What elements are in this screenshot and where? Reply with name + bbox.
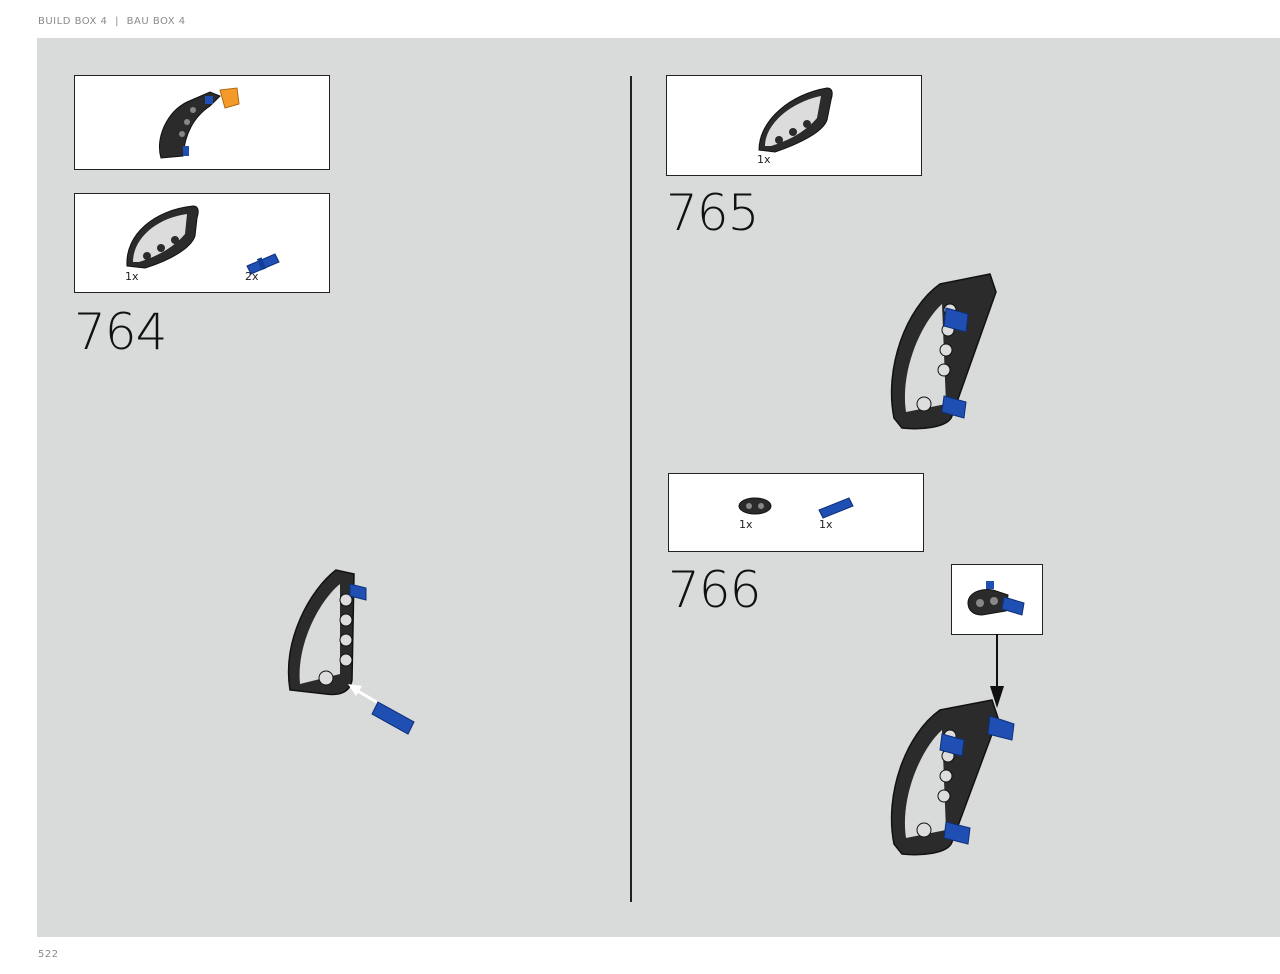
instruction-panel — [37, 38, 1280, 937]
step-766-callout-box — [951, 564, 1043, 635]
submodel-preview-icon — [159, 87, 240, 159]
liftarm-with-pin-icon — [967, 581, 1025, 616]
step-766-number: 766 — [668, 561, 761, 619]
step-766-part-1-qty: 1x — [739, 518, 753, 531]
submodel-preview-box — [74, 75, 330, 170]
step-766-parts-box: 1x 1x — [668, 473, 924, 552]
header-left: BUILD BOX 4 — [38, 16, 108, 27]
liftarm-icon — [738, 497, 772, 515]
placement-arrow — [990, 634, 1004, 708]
page-number: 522 — [38, 949, 59, 960]
step-765-parts-box: 1x — [666, 75, 922, 176]
step-765-part-1-qty: 1x — [757, 153, 771, 166]
page-header: BUILD BOX 4 | BAU BOX 4 — [38, 16, 186, 27]
header-separator: | — [115, 16, 119, 27]
step-766-part-2-qty: 1x — [819, 518, 833, 531]
step-765-number: 765 — [666, 184, 759, 242]
step-764-part-1-qty: 1x — [125, 270, 139, 283]
curved-beam-icon — [758, 87, 833, 153]
step-766-illustration — [890, 699, 1015, 856]
blue-axle-pin-icon — [246, 253, 280, 275]
header-right: BAU BOX 4 — [126, 16, 186, 27]
step-765-illustration — [890, 273, 997, 430]
step-764-parts-box: 1x 2x — [74, 193, 330, 293]
step-764-number: 764 — [74, 303, 167, 361]
curved-beam-icon — [126, 205, 199, 269]
blue-axle-pin-icon — [818, 497, 854, 519]
step-764-illustration — [287, 569, 415, 735]
step-764-part-2-qty: 2x — [245, 270, 259, 283]
column-divider — [630, 76, 632, 902]
